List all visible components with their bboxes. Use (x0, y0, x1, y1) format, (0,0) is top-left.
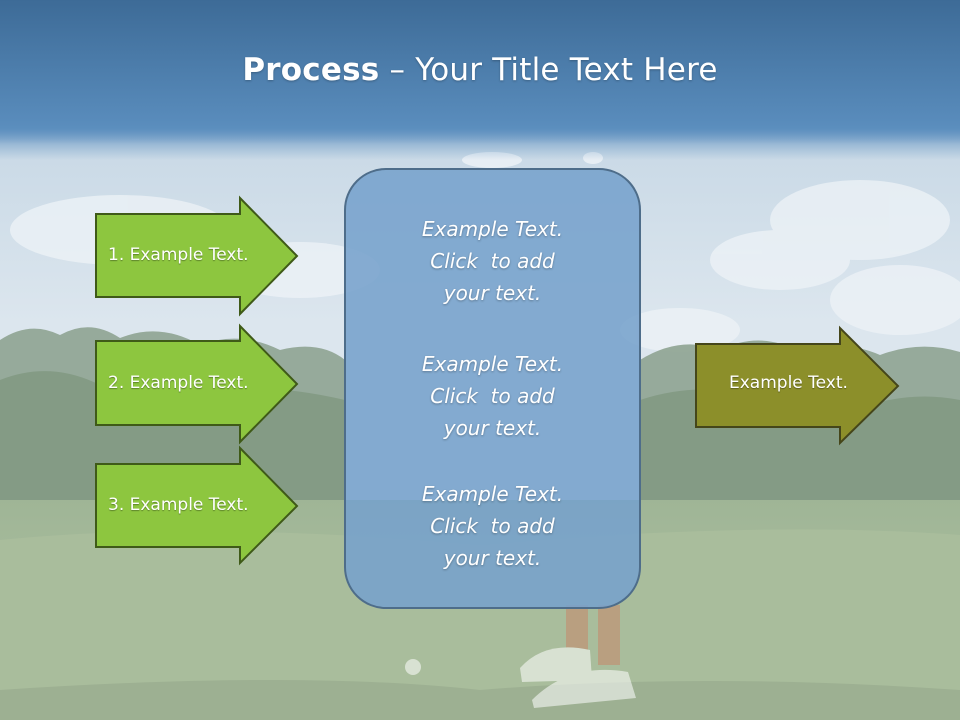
paragraph-line: your text. (443, 281, 542, 305)
center-paragraph-2[interactable]: Example Text. Click to add your text. (344, 348, 641, 444)
paragraph-line: Example Text. (421, 217, 564, 241)
title-rest: Your Title Text Here (415, 52, 718, 88)
left-arrow-2-label: 2. Example Text. (108, 373, 249, 393)
left-arrow-2[interactable] (95, 323, 299, 445)
paragraph-line: Click to add (430, 514, 555, 538)
paragraph-line: Example Text. (421, 482, 564, 506)
right-arrow[interactable] (695, 325, 900, 446)
left-arrow-3-label: 3. Example Text. (108, 495, 249, 515)
paragraph-line: Click to add (430, 384, 555, 408)
left-arrow-1[interactable] (95, 195, 299, 317)
slide-title: Process – Your Title Text Here (0, 52, 960, 88)
paragraph-line: your text. (443, 546, 542, 570)
center-text-box[interactable] (344, 168, 641, 609)
right-arrow-label: Example Text. (729, 373, 848, 393)
paragraph-line: Example Text. (421, 352, 564, 376)
center-paragraph-1[interactable]: Example Text. Click to add your text. (344, 213, 641, 309)
left-arrow-1-label: 1. Example Text. (108, 245, 249, 265)
left-arrow-3[interactable] (95, 445, 299, 566)
paragraph-line: your text. (443, 416, 542, 440)
center-paragraph-3[interactable]: Example Text. Click to add your text. (344, 478, 641, 574)
title-dash: – (379, 52, 416, 88)
paragraph-line: Click to add (430, 249, 555, 273)
title-bold: Process (242, 52, 380, 88)
